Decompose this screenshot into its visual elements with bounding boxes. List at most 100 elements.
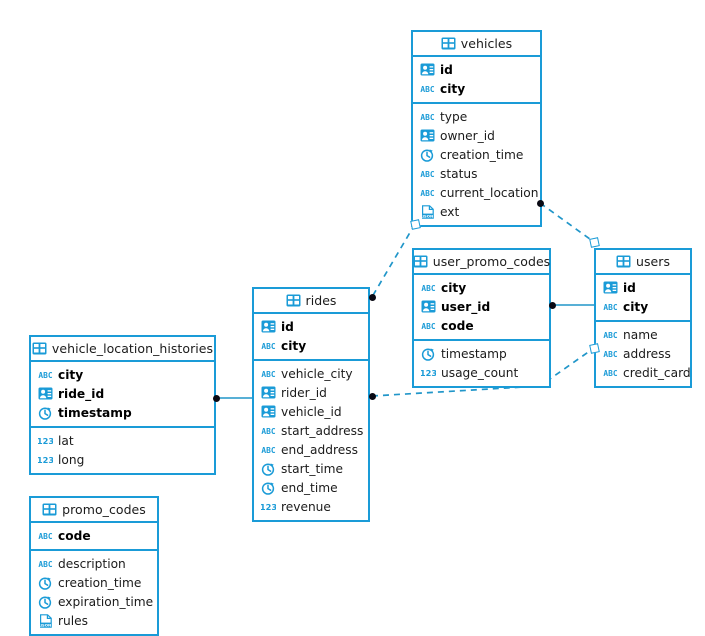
id-card-icon xyxy=(38,386,53,401)
clock-icon xyxy=(421,346,436,361)
column-label: city xyxy=(623,299,649,314)
column-row-vehicle_id[interactable]: vehicle_id xyxy=(254,402,368,421)
column-row-owner_id[interactable]: owner_id xyxy=(413,126,540,145)
column-label: end_address xyxy=(281,442,358,457)
column-label: city xyxy=(441,280,467,295)
primary-key-row-timestamp[interactable]: timestamp xyxy=(31,403,214,422)
table-header-vehicle_location_histories[interactable]: vehicle_location_histories xyxy=(31,337,214,362)
column-label: address xyxy=(623,346,671,361)
svg-text:ABC: ABC xyxy=(38,371,52,380)
svg-text:123: 123 xyxy=(38,455,53,465)
abc-icon: ABC xyxy=(261,442,276,457)
primary-key-row-id[interactable]: id xyxy=(413,60,540,79)
abc-icon: ABC xyxy=(420,166,435,181)
table-header-rides[interactable]: rides xyxy=(254,289,368,314)
column-row-end_time[interactable]: end_time xyxy=(254,478,368,497)
column-label: ride_id xyxy=(58,386,105,401)
svg-text:ABC: ABC xyxy=(420,85,434,94)
id-card-icon xyxy=(261,319,276,334)
svg-text:123: 123 xyxy=(38,436,53,446)
abc-icon: ABC xyxy=(603,327,618,342)
svg-text:ABC: ABC xyxy=(38,532,52,541)
column-row-expiration_time[interactable]: expiration_time xyxy=(31,592,157,611)
abc-icon: ABC xyxy=(603,365,618,380)
column-section-user_promo_codes: timestamp123usage_count xyxy=(414,341,549,386)
abc-icon: ABC xyxy=(38,556,53,571)
column-label: lat xyxy=(58,433,74,448)
svg-text:ABC: ABC xyxy=(420,113,434,122)
column-label: long xyxy=(58,452,85,467)
abc-icon: ABC xyxy=(261,338,276,353)
123-icon: 123 xyxy=(421,365,436,380)
table-header-promo_codes[interactable]: promo_codes xyxy=(31,498,157,523)
column-label: city xyxy=(58,367,84,382)
table-title: rides xyxy=(305,293,337,308)
primary-key-row-user_id[interactable]: user_id xyxy=(414,297,549,316)
column-label: credit_card xyxy=(623,365,691,380)
column-label: timestamp xyxy=(58,405,132,420)
column-row-lat[interactable]: 123 lat xyxy=(31,431,214,450)
relationship-line-vehicles-users[interactable] xyxy=(539,202,595,243)
table-title: vehicle_location_histories xyxy=(51,341,214,356)
table-header-users[interactable]: users xyxy=(596,250,690,275)
abc-icon: ABC xyxy=(261,423,276,438)
column-label: start_time xyxy=(281,461,344,476)
svg-text:ABC: ABC xyxy=(261,342,275,351)
table-title: promo_codes xyxy=(62,502,146,517)
primary-key-row-ride_id[interactable]: ride_id xyxy=(31,384,214,403)
column-row-creation_time[interactable]: creation_time xyxy=(31,573,157,592)
column-row-creation_time[interactable]: creation_time xyxy=(413,145,540,164)
relationship-source-marker-vehicles-rides xyxy=(409,218,421,230)
column-label: rider_id xyxy=(281,385,327,400)
table-icon xyxy=(441,36,456,51)
column-row-revenue[interactable]: 123revenue xyxy=(254,497,368,516)
column-label: owner_id xyxy=(440,128,495,143)
primary-key-row-city[interactable]: ABC city xyxy=(596,297,690,316)
column-row-end_address[interactable]: ABC end_address xyxy=(254,440,368,459)
primary-key-row-id[interactable]: id xyxy=(596,278,690,297)
table-header-vehicles[interactable]: vehicles xyxy=(413,32,540,57)
column-row-timestamp[interactable]: timestamp xyxy=(414,344,549,363)
column-label: rules xyxy=(58,613,88,628)
abc-icon: ABC xyxy=(261,366,276,381)
column-row-usage_count[interactable]: 123usage_count xyxy=(414,363,549,382)
svg-text:ABC: ABC xyxy=(603,303,617,312)
column-row-start_time[interactable]: start_time xyxy=(254,459,368,478)
relationship-target-marker-rides-users xyxy=(588,342,600,354)
clock-icon xyxy=(38,594,53,609)
column-row-credit_card[interactable]: ABC credit_card xyxy=(596,363,690,382)
primary-key-row-city[interactable]: ABC city xyxy=(31,365,214,384)
relationship-line-vehicles-rides[interactable] xyxy=(371,223,416,298)
column-row-long[interactable]: 123 long xyxy=(31,450,214,469)
column-row-rules[interactable]: JSON rules xyxy=(31,611,157,630)
column-label: current_location xyxy=(440,185,539,200)
json-icon: JSON xyxy=(38,613,53,628)
column-row-rider_id[interactable]: rider_id xyxy=(254,383,368,402)
column-label: revenue xyxy=(281,499,331,514)
primary-key-row-id[interactable]: id xyxy=(254,317,368,336)
table-header-user_promo_codes[interactable]: user_promo_codes xyxy=(413,250,550,275)
